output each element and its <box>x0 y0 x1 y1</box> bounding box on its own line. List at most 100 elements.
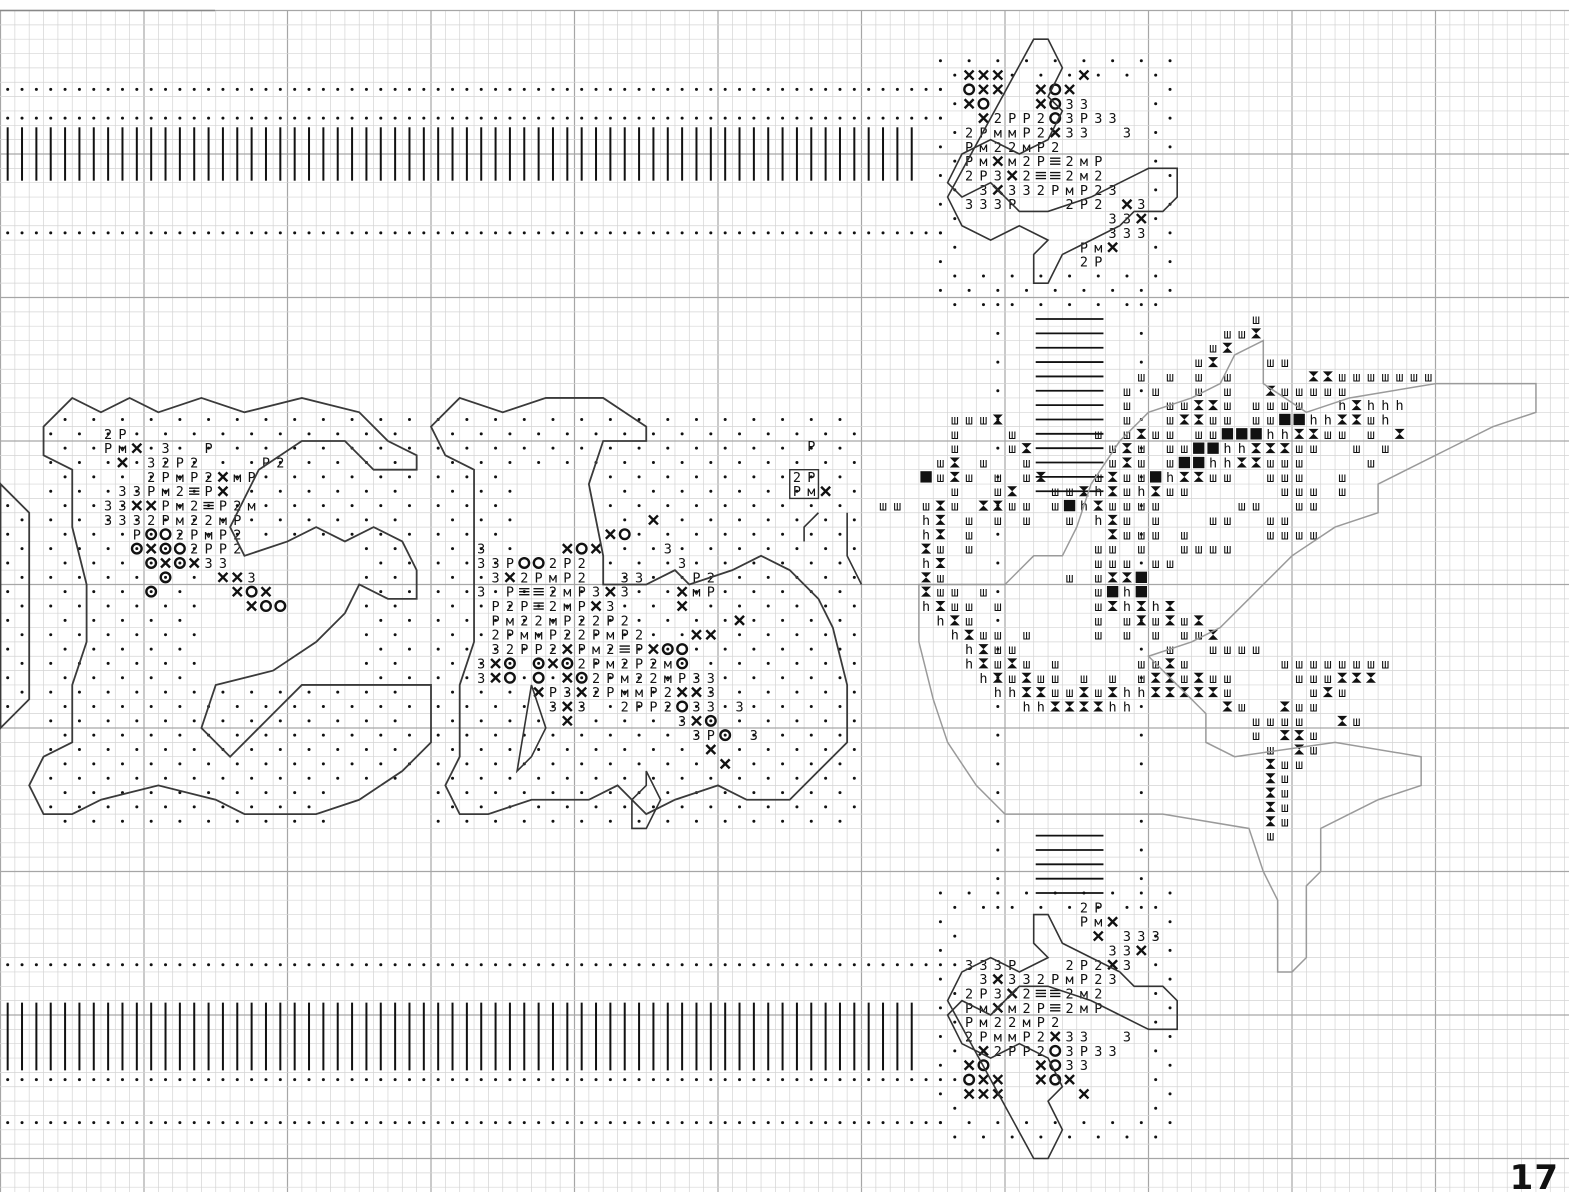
dot-symbol <box>652 1121 655 1124</box>
dot-symbol <box>767 88 770 91</box>
dot-symbol <box>1082 59 1085 62</box>
dot-symbol <box>666 791 669 794</box>
dot-symbol <box>21 633 24 636</box>
letter-symbol: h <box>994 685 1002 701</box>
dot-symbol <box>953 274 956 277</box>
dot-symbol <box>264 762 267 765</box>
dot-symbol <box>953 246 956 249</box>
letter-symbol: 3 <box>1123 226 1131 242</box>
cross-symbol <box>648 515 658 525</box>
dot-symbol <box>164 576 167 579</box>
dot-symbol <box>6 561 9 564</box>
dot-symbol <box>566 805 569 808</box>
dot-symbol <box>465 231 468 234</box>
dot-symbol <box>437 231 440 234</box>
dot-symbol <box>21 662 24 665</box>
dot-symbol <box>1169 920 1172 923</box>
dot-symbol <box>681 88 684 91</box>
dot-symbol <box>394 633 397 636</box>
block-symbol <box>1222 428 1233 439</box>
letter-symbol: 3 <box>133 484 141 500</box>
dot-symbol <box>1097 1135 1100 1138</box>
w-symbol: ш <box>1080 671 1088 687</box>
dot-symbol <box>107 605 110 608</box>
hourglass-symbol <box>1352 400 1362 410</box>
dot-symbol <box>537 1121 540 1124</box>
dot-symbol <box>150 734 153 737</box>
hourglass-symbol <box>1323 687 1333 697</box>
hourglass-symbol <box>1007 658 1017 668</box>
dot-symbol <box>480 633 483 636</box>
dot-symbol <box>609 117 612 120</box>
dot-symbol <box>508 461 511 464</box>
letter-symbol: 2 <box>592 685 600 701</box>
w-symbol: ш <box>1137 369 1145 385</box>
dot-symbol <box>480 719 483 722</box>
dot-symbol <box>925 963 928 966</box>
dot-symbol <box>150 231 153 234</box>
w-symbol: ш <box>1367 427 1375 443</box>
dot-symbol <box>781 504 784 507</box>
w-symbol: ш <box>965 412 973 428</box>
dot-symbol <box>896 1121 899 1124</box>
dot-symbol <box>523 963 526 966</box>
hourglass-symbol <box>1294 429 1304 439</box>
hourglass-symbol <box>921 572 931 582</box>
dot-symbol <box>207 1121 210 1124</box>
dot-symbol <box>193 605 196 608</box>
dot-symbol <box>551 117 554 120</box>
dot-symbol <box>738 691 741 694</box>
dot-symbol <box>336 461 339 464</box>
letter-symbol: h <box>1094 513 1102 529</box>
dot-symbol <box>752 590 755 593</box>
w-symbol: ш <box>951 441 959 457</box>
dot-symbol <box>580 418 583 421</box>
dot-symbol <box>250 748 253 751</box>
dot-symbol <box>652 963 655 966</box>
dot-symbol <box>767 432 770 435</box>
thread-small-motif: 2PPм <box>793 470 831 500</box>
hourglass-symbol <box>1108 687 1118 697</box>
dot-symbol <box>1154 217 1157 220</box>
dot-symbol <box>480 605 483 608</box>
dot-symbol <box>379 447 382 450</box>
dot-symbol <box>408 619 411 622</box>
dot-symbol <box>996 289 999 292</box>
dot-symbol <box>767 1121 770 1124</box>
dot-symbol <box>21 547 24 550</box>
dot-symbol <box>135 117 138 120</box>
dot-symbol <box>322 734 325 737</box>
dot-symbol <box>867 231 870 234</box>
dot-symbol <box>193 576 196 579</box>
dot-symbol <box>652 432 655 435</box>
hourglass-symbol <box>993 673 1003 683</box>
dot-symbol <box>121 963 124 966</box>
dot-symbol <box>652 748 655 751</box>
dot-symbol <box>1039 303 1042 306</box>
dot-symbol <box>738 1121 741 1124</box>
dot-symbol <box>437 820 440 823</box>
dot-symbol <box>896 231 899 234</box>
dot-symbol <box>221 432 224 435</box>
w-symbol: ш <box>951 499 959 515</box>
block-symbol <box>1179 457 1190 468</box>
dot-symbol <box>551 820 554 823</box>
dot-symbol <box>767 719 770 722</box>
dot-symbol <box>379 533 382 536</box>
dot-symbol <box>279 432 282 435</box>
block-symbol <box>1150 471 1161 482</box>
dot-symbol <box>695 561 698 564</box>
letter-symbol: 2 <box>176 527 184 543</box>
w-symbol: ш <box>1223 326 1231 342</box>
dot-symbol <box>810 963 813 966</box>
dot-symbol <box>882 88 885 91</box>
dot-symbol <box>537 963 540 966</box>
dot-symbol <box>580 963 583 966</box>
dot-symbol <box>795 117 798 120</box>
hourglass-symbol <box>1237 458 1247 468</box>
dot-symbol <box>35 88 38 91</box>
dot-symbol <box>910 88 913 91</box>
letter-symbol: 3 <box>549 699 557 715</box>
dot-symbol <box>853 748 856 751</box>
ring-symbol <box>577 544 587 554</box>
